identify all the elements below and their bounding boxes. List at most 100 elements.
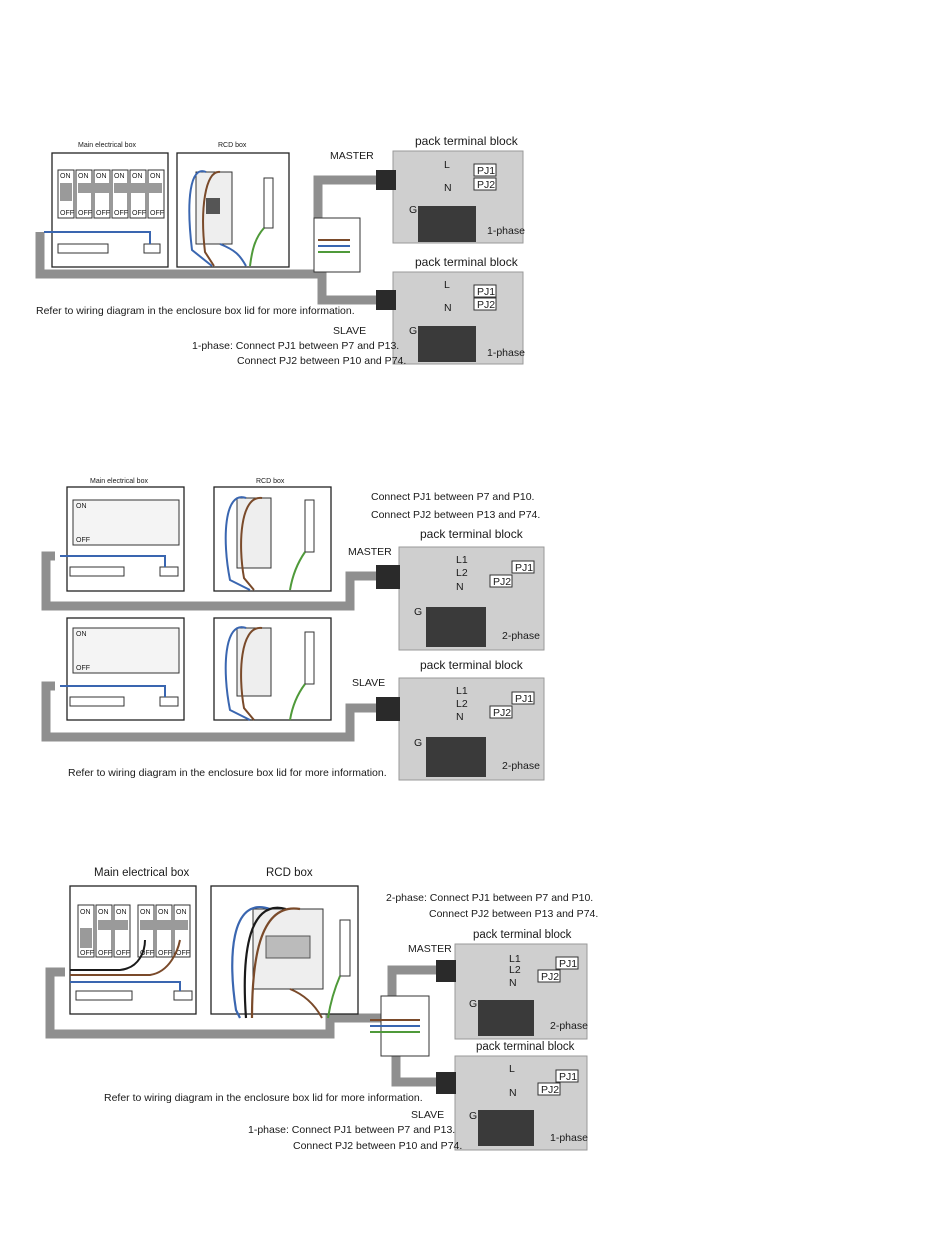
terminal-g: G (469, 998, 477, 1010)
breaker-on-label: ON (98, 909, 109, 916)
master-label: MASTER (408, 943, 452, 955)
diagram-3: Main electrical box ON ON ON ON ON ON OF… (45, 867, 598, 1152)
terminal-l1: L1 (456, 685, 468, 697)
conduit-cable (41, 551, 378, 611)
wire-green (289, 683, 306, 721)
terminal-n: N (444, 302, 452, 314)
note-top-line-1: 2-phase: Connect PJ1 between P7 and P10. (386, 892, 593, 904)
breaker-on-label: ON (114, 173, 125, 180)
wire-brown (289, 988, 323, 1019)
phase-label: 2-phase (502, 630, 540, 642)
master-label: MASTER (348, 546, 392, 558)
wire-blue (44, 231, 151, 244)
pj1-label: PJ1 (559, 958, 577, 970)
pj1-label: PJ1 (515, 562, 533, 574)
breaker-on-label: ON (80, 909, 91, 916)
master-label: MASTER (330, 150, 374, 162)
terminal-strip (159, 566, 179, 577)
breaker-on-label: ON (76, 631, 87, 638)
terminal-g: G (414, 737, 422, 749)
wire-brown (202, 171, 221, 267)
wire-green (289, 551, 306, 591)
terminal-strip (143, 243, 161, 254)
pj2-label: PJ2 (493, 707, 511, 719)
breaker-on-label: ON (78, 173, 89, 180)
main-box-label: Main electrical box (94, 867, 189, 879)
terminal-g: G (409, 325, 417, 337)
pj1-label: PJ1 (515, 693, 533, 705)
breaker-on-label: ON (116, 909, 127, 916)
pack-terminal-block-label: pack terminal block (476, 1041, 575, 1053)
terminal-strip (304, 499, 315, 553)
terminal-l2: L2 (509, 964, 521, 976)
terminal-strip (339, 919, 351, 977)
breaker-off-label: OFF (76, 537, 90, 544)
rcd-box-label: RCD box (256, 478, 285, 485)
wire-blue (188, 170, 213, 267)
wire-brown (240, 626, 263, 721)
pj2-label: PJ2 (541, 1084, 559, 1096)
pack-terminal-block-label: pack terminal block (420, 658, 524, 672)
breaker-off-label: OFF (114, 210, 128, 217)
diagram-1: Main electrical box ON ON ON ON ON ON OF… (35, 134, 525, 367)
breaker-on-label: ON (60, 173, 71, 180)
wire-black (243, 906, 287, 1019)
pj2-label: PJ2 (493, 576, 511, 588)
note-top-line-2: Connect PJ2 between P13 and P74. (429, 908, 598, 920)
pj1-label: PJ1 (559, 1071, 577, 1083)
breaker-on-label: ON (76, 503, 87, 510)
pj1-label: PJ1 (477, 165, 495, 177)
terminal-n: N (456, 581, 464, 593)
terminal-strip (159, 696, 179, 707)
breaker-off-label: OFF (132, 210, 146, 217)
terminal-strip (304, 631, 315, 685)
terminal-n: N (509, 1087, 517, 1099)
pack-terminal-block-label: pack terminal block (473, 929, 572, 941)
conduit-cable (391, 1050, 440, 1087)
terminal-l: L (444, 279, 450, 291)
wire-blue (60, 555, 166, 567)
terminal-n: N (444, 182, 452, 194)
refer-note: Refer to wiring diagram in the enclosure… (104, 1092, 423, 1104)
terminal-l2: L2 (456, 567, 468, 579)
breaker-off-label: OFF (60, 210, 74, 217)
phase-label: 2-phase (550, 1020, 588, 1032)
refer-note: Refer to wiring diagram in the enclosure… (68, 767, 387, 779)
slave-label: SLAVE (411, 1109, 444, 1121)
wire-blue (70, 981, 181, 991)
breaker-off-label: OFF (78, 210, 92, 217)
terminal-strip (57, 243, 109, 254)
pack-terminal-block-label: pack terminal block (415, 134, 519, 148)
breaker-off-label: OFF (96, 210, 110, 217)
conduit-cable (317, 262, 378, 305)
wire-blue (224, 626, 251, 721)
wire-blue (231, 906, 271, 1019)
breaker-off-label: OFF (150, 210, 164, 217)
breaker-off-label: OFF (140, 950, 154, 957)
terminal-strip (263, 177, 274, 229)
pj2-label: PJ2 (477, 299, 495, 311)
breaker-off-label: OFF (76, 665, 90, 672)
terminal-l2: L2 (456, 698, 468, 710)
breaker-row (57, 169, 165, 219)
slave-label: SLAVE (352, 677, 385, 689)
pj2-label: PJ2 (477, 179, 495, 191)
note-line-1: 1-phase: Connect PJ1 between P7 and P13. (192, 340, 399, 352)
breaker-off-label: OFF (116, 950, 130, 957)
breaker-on-label: ON (176, 909, 187, 916)
terminal-n: N (509, 977, 517, 989)
diagram-2: Main electrical box ON OFF RCD box ON OF… (41, 478, 545, 781)
breaker-on-label: ON (140, 909, 151, 916)
phase-label: 1-phase (487, 225, 525, 237)
breaker-on-label: ON (132, 173, 143, 180)
rcd-box-label: RCD box (218, 142, 247, 149)
note-line-1: Connect PJ1 between P7 and P10. (371, 491, 534, 503)
terminal-strip (173, 990, 193, 1001)
wire-brown (250, 907, 301, 1019)
conduit-cable (45, 965, 440, 1039)
pack-terminal-block-label: pack terminal block (420, 527, 524, 541)
rcd-device (236, 497, 272, 569)
wire-black (70, 939, 146, 971)
wire-blue (219, 243, 247, 267)
main-box-label: Main electrical box (78, 142, 136, 149)
